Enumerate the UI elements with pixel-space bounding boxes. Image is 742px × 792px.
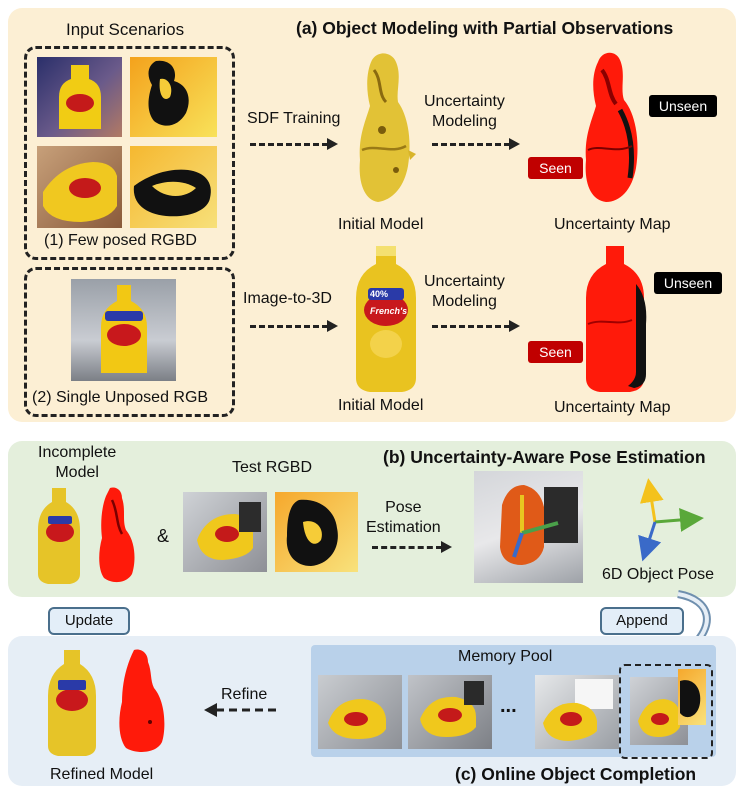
sdf-training-label: SDF Training (247, 110, 341, 127)
uncertainty-modeling-2-arrow (432, 320, 520, 332)
panel-a-title: (a) Object Modeling with Partial Observa… (296, 18, 674, 38)
memory-frame-1 (318, 675, 402, 749)
update-badge: Update (48, 607, 130, 635)
test-rgbd-label: Test RGBD (232, 459, 313, 476)
bottle-brand-text: French's (370, 306, 407, 316)
image-to-3d-arrow (250, 320, 338, 332)
uncertainty-map-2 (586, 246, 647, 392)
refined-model-label: Refined Model (50, 766, 154, 783)
posed-rgb-thumb-1 (37, 57, 122, 137)
memory-frame-3 (535, 675, 619, 749)
unseen-tag-1: Unseen (649, 95, 717, 117)
panel-c-title: (c) Online Object Completion (455, 764, 697, 784)
uncertainty-map-1-label: Uncertainty Map (554, 216, 671, 233)
initial-model-1-partial (359, 53, 416, 202)
incomplete-model-uncertainty (99, 487, 135, 583)
panel-b-title: (b) Uncertainty-Aware Pose Estimation (383, 447, 706, 467)
pose-estimation-label: Pose Estimation (366, 499, 441, 536)
posed-depth-thumb-2 (130, 146, 217, 228)
few-posed-rgbd-label: (1) Few posed RGBD (44, 232, 197, 249)
refined-model-textured (48, 650, 96, 756)
seen-tag-2: Seen (528, 341, 583, 363)
uncertainty-modeling-2-label: Uncertainty Modeling (424, 273, 505, 310)
pose-estimation-arrow (372, 541, 452, 553)
append-badge: Append (600, 607, 684, 635)
initial-model-2-label: Initial Model (338, 397, 424, 414)
uncertainty-map-2-label: Uncertainty Map (554, 399, 671, 416)
input-scenarios-heading: Input Scenarios (60, 20, 191, 40)
ampersand-label: & (157, 526, 170, 546)
uncertainty-map-1 (585, 52, 638, 202)
memory-pool-label: Memory Pool (458, 648, 553, 665)
sdf-training-arrow (250, 138, 338, 150)
test-rgb-thumb (183, 492, 267, 572)
initial-model-2-bottle: 40% French's (356, 246, 416, 392)
incomplete-model-label: Incomplete Model (38, 444, 117, 481)
input-scenario-box-unposed (24, 267, 235, 417)
uncertainty-modeling-1-arrow (432, 138, 520, 150)
bottle-badge-text: 40% (370, 289, 388, 299)
unseen-tag-2: Unseen (654, 272, 722, 294)
image-to-3d-label: Image-to-3D (243, 290, 332, 307)
unposed-rgb-thumb (71, 279, 176, 381)
input-scenario-box-posed (24, 46, 235, 260)
refine-label: Refine (221, 686, 268, 703)
pose-result-image (474, 471, 583, 583)
newest-frame-dashed-box (619, 664, 713, 759)
seen-tag-1: Seen (528, 157, 583, 179)
incomplete-model-textured (38, 488, 80, 584)
posed-rgb-thumb-2 (37, 146, 122, 228)
memory-frame-new-depth (678, 669, 706, 725)
posed-depth-thumb-1 (130, 57, 217, 137)
initial-model-1-label: Initial Model (338, 216, 424, 233)
object-pose-label: 6D Object Pose (602, 566, 715, 583)
uncertainty-modeling-1-label: Uncertainty Modeling (424, 93, 505, 130)
refine-arrow (204, 703, 280, 717)
pose-axes-icon (638, 478, 704, 562)
single-unposed-rgb-label: (2) Single Unposed RGB (32, 389, 209, 406)
refined-model-uncertainty (119, 649, 165, 752)
memory-frame-2 (408, 675, 492, 749)
memory-ellipsis: ... (500, 695, 517, 717)
test-depth-thumb (275, 492, 358, 572)
